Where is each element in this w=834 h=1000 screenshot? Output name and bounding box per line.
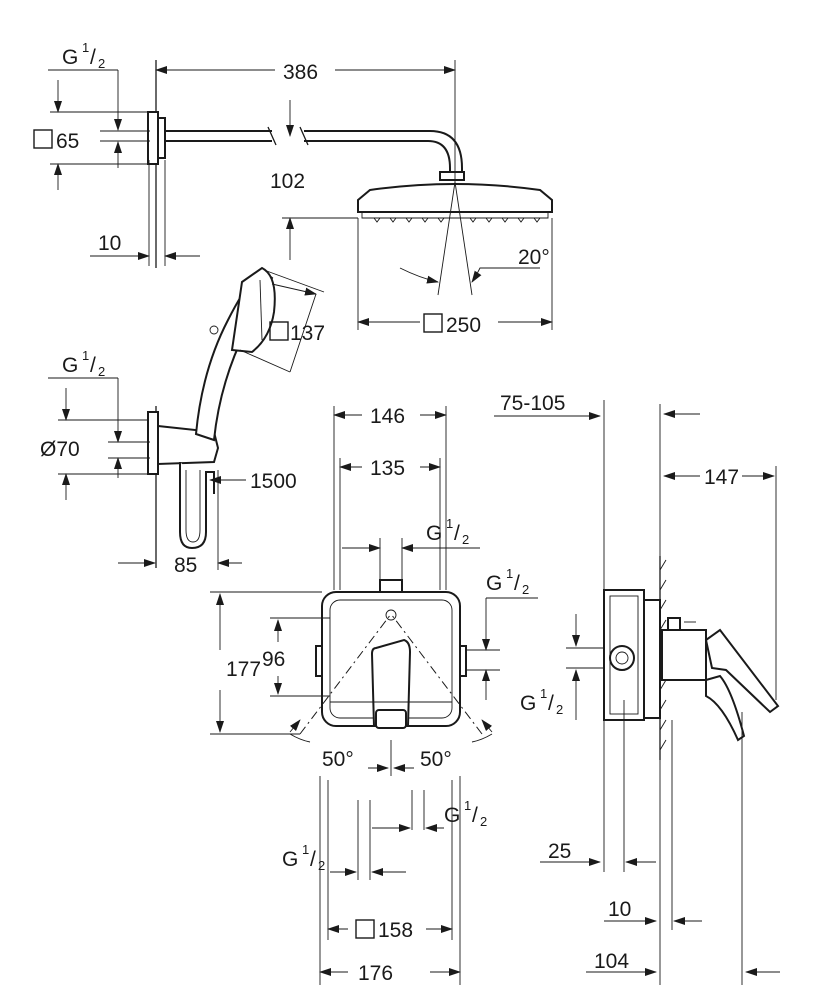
dim-holder-thread: G	[62, 354, 78, 377]
holder-wall-flange	[147, 411, 159, 475]
dim-104: 104	[594, 950, 629, 973]
svg-text:/: /	[514, 572, 520, 595]
dim-102: 102	[270, 170, 305, 193]
dim-177: 177	[226, 658, 261, 681]
hose	[179, 462, 215, 550]
dim-386: 386	[283, 61, 318, 84]
dim-250: 250	[446, 314, 481, 337]
mixer-front-view	[210, 406, 538, 985]
svg-text:1: 1	[540, 686, 547, 701]
dim-50deg-left: 50°	[322, 748, 354, 771]
side-lever	[704, 628, 780, 714]
dim-10-side: 10	[608, 898, 631, 921]
dimension-labels: 386 G 1 / 2 65 102 10 20° 250 137 G 1 / …	[40, 40, 739, 985]
dim-side-thread: G	[520, 692, 536, 715]
svg-text:2: 2	[522, 582, 529, 597]
svg-text:2: 2	[318, 858, 325, 873]
side-escutcheon	[661, 629, 707, 681]
dim-158: 158	[378, 919, 413, 942]
dim-75-105: 75-105	[500, 392, 565, 415]
svg-text:2: 2	[480, 814, 487, 829]
svg-text:2: 2	[98, 364, 105, 379]
svg-text:1: 1	[446, 516, 453, 531]
dim-50deg-right: 50°	[420, 748, 452, 771]
svg-text:2: 2	[556, 702, 563, 717]
dim-146: 146	[370, 405, 405, 428]
svg-text:1: 1	[464, 798, 471, 813]
svg-text:1: 1	[82, 348, 89, 363]
arm-wall-flange	[147, 111, 159, 165]
svg-text:/: /	[90, 46, 96, 69]
svg-text:2: 2	[98, 56, 105, 71]
svg-text:/: /	[472, 804, 478, 827]
svg-text:/: /	[310, 848, 316, 871]
dim-65: 65	[56, 130, 79, 153]
svg-text:/: /	[548, 692, 554, 715]
dim-mixer-right-thread: G	[486, 572, 502, 595]
svg-text:2: 2	[462, 532, 469, 547]
svg-text:1: 1	[302, 842, 309, 857]
dim-176: 176	[358, 962, 393, 985]
svg-text:1: 1	[82, 40, 89, 55]
mixer-lever	[370, 638, 412, 727]
dim-147: 147	[704, 466, 739, 489]
mixer-side-view	[494, 400, 780, 985]
dim-137: 137	[290, 322, 325, 345]
dim-20deg: 20°	[518, 246, 550, 269]
dim-96: 96	[262, 648, 285, 671]
dim-10-arm: 10	[98, 232, 121, 255]
dim-135: 135	[370, 457, 405, 480]
shower-arm-view	[33, 60, 553, 333]
svg-text:1: 1	[506, 566, 513, 581]
svg-text:/: /	[454, 522, 460, 545]
dim-diameter-70: Ø70	[40, 438, 80, 461]
shower-head-nozzles	[373, 217, 541, 223]
dim-outlet-thread-left: G	[282, 848, 298, 871]
dim-1500: 1500	[250, 470, 297, 493]
dim-mixer-top-thread: G	[426, 522, 442, 545]
svg-text:/: /	[90, 354, 96, 377]
dim-85: 85	[174, 554, 197, 577]
shower-arm	[304, 130, 463, 178]
shower-head	[357, 183, 553, 213]
hand-shower-view	[48, 266, 325, 570]
dim-arm-thread: G	[62, 46, 78, 69]
dim-outlet-thread-right: G	[444, 804, 460, 827]
dim-25: 25	[548, 840, 571, 863]
